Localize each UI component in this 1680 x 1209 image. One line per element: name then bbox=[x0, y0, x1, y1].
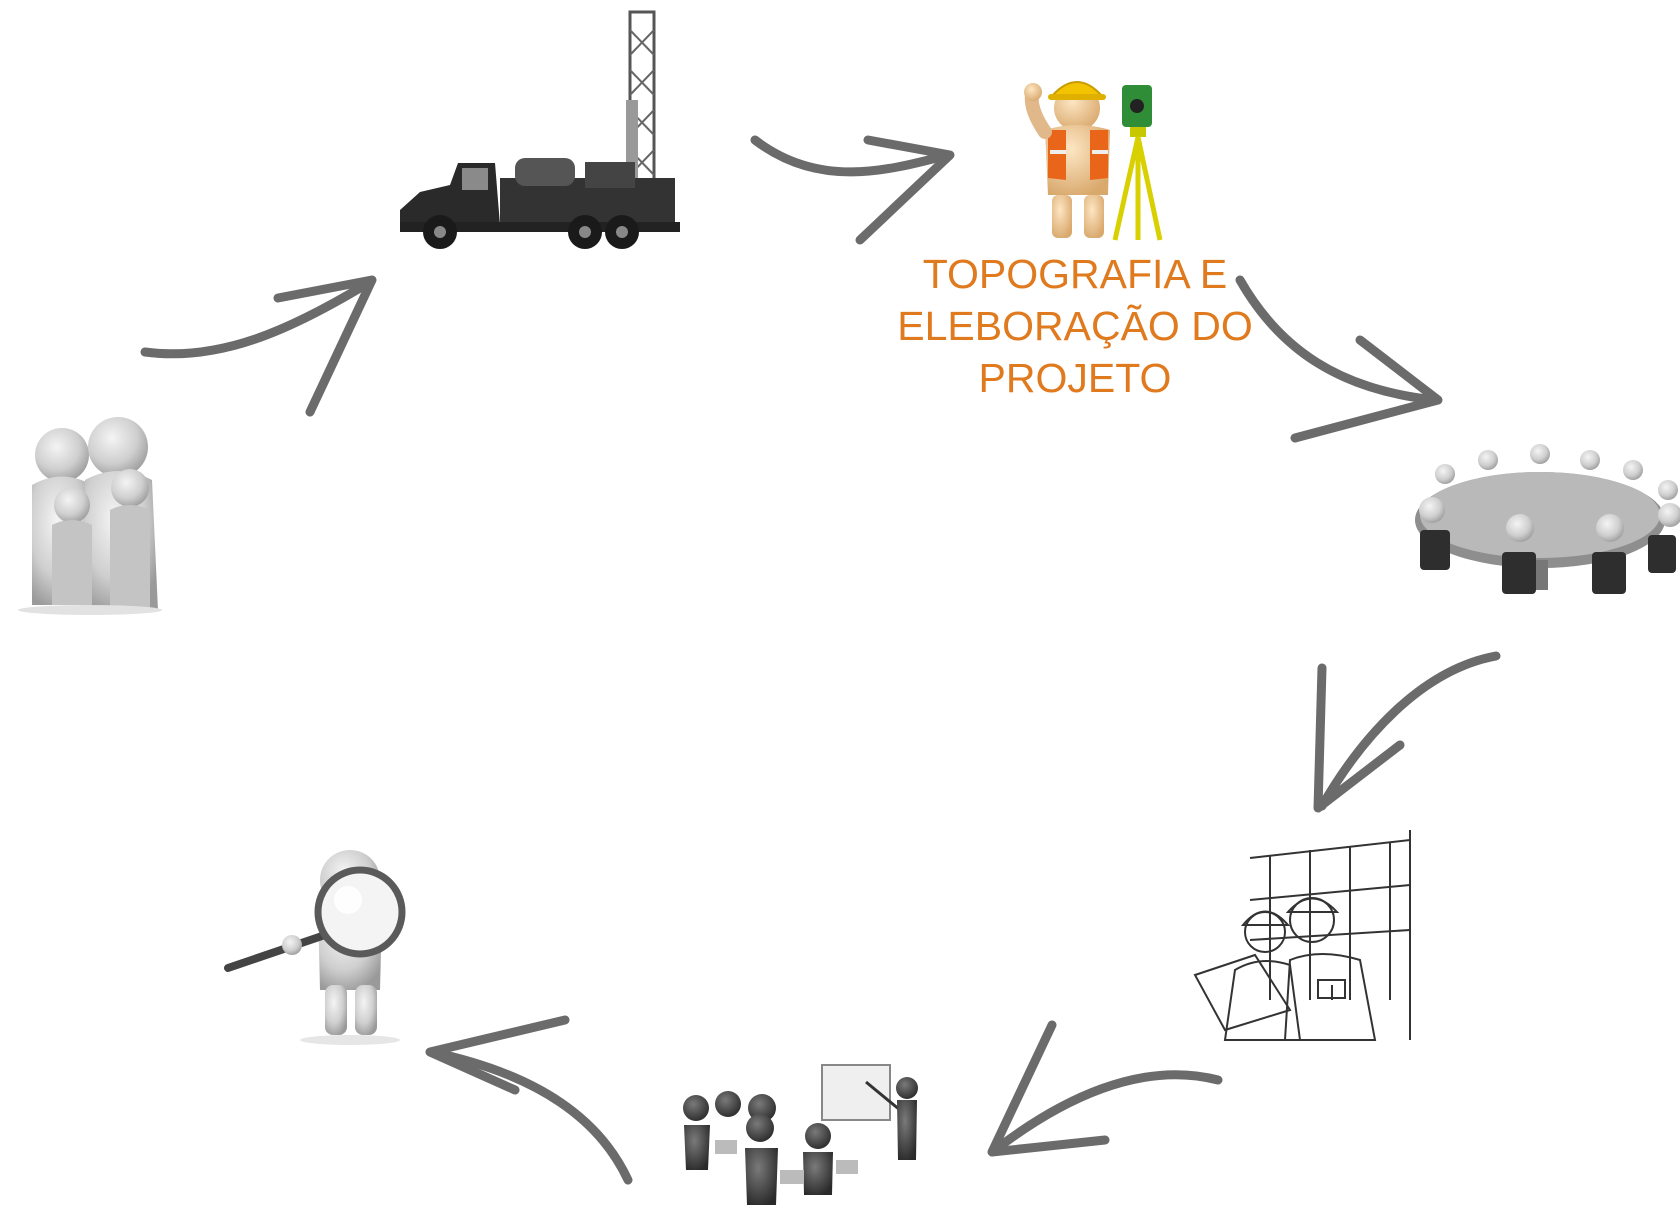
cycle-arrow-3 bbox=[1235, 275, 1443, 443]
cycle-arrow-5 bbox=[987, 1020, 1223, 1157]
engineers-with-blueprint-icon bbox=[1193, 830, 1411, 1041]
surveyor-with-theodolite-icon bbox=[1024, 81, 1163, 241]
drilling-truck-icon bbox=[400, 10, 680, 249]
round-table-meeting-icon bbox=[1415, 444, 1680, 594]
family-figures-icon bbox=[18, 417, 162, 615]
magnifying-glass-inspector-icon bbox=[224, 850, 406, 1045]
cycle-arrow-4 bbox=[1313, 651, 1501, 813]
step-caption-topografia: TOPOGRAFIA E ELEBORAÇÃO DO PROJETO bbox=[897, 251, 1253, 401]
cycle-arrow-6 bbox=[425, 1015, 633, 1185]
cycle-arrow-1 bbox=[140, 275, 377, 417]
classroom-training-icon bbox=[683, 1064, 918, 1205]
cycle-arrow-2 bbox=[750, 135, 955, 245]
